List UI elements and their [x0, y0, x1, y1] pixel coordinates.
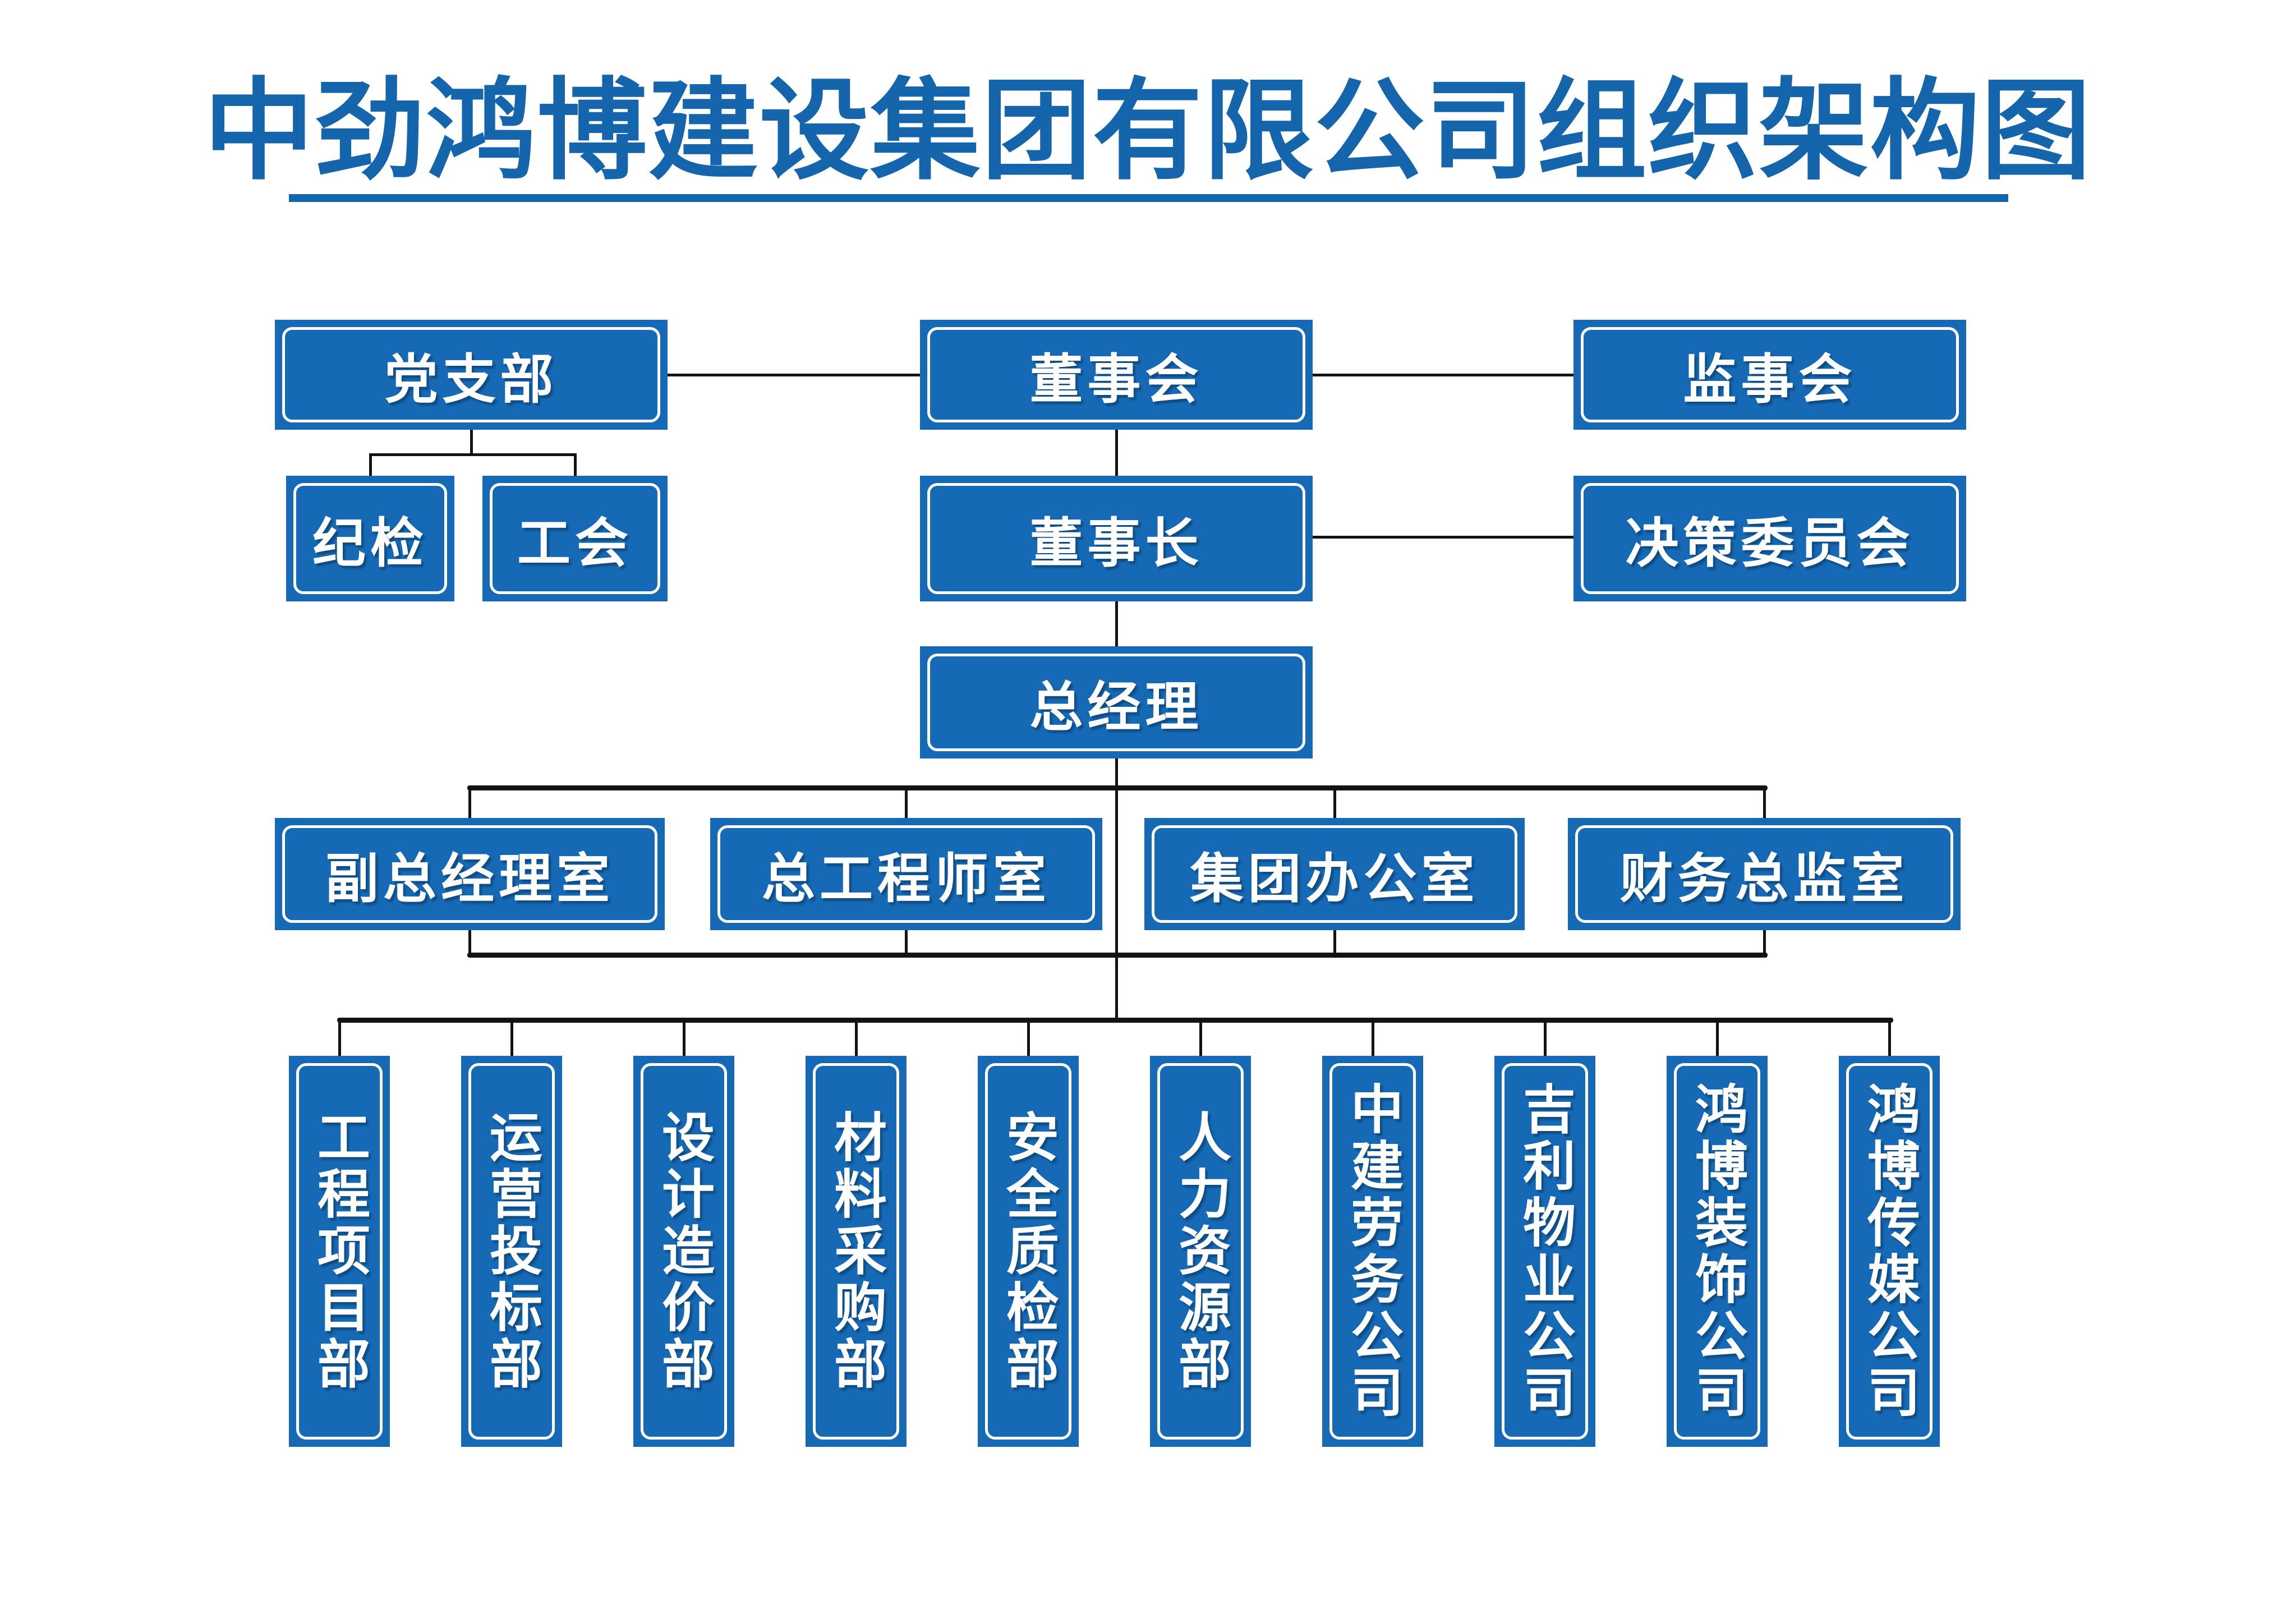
- org-box-label: 运营投标部: [482, 1110, 541, 1393]
- org-box-department: 鸿博装饰公司: [1667, 1056, 1768, 1447]
- connector-dept-drop: [1027, 1020, 1030, 1056]
- org-box-supervisory-board: 监事会: [1573, 320, 1966, 430]
- connector-office-3-down: [1333, 930, 1336, 956]
- connector-office-1-down: [468, 930, 471, 956]
- org-box-office-chief-engineer: 总工程师室: [710, 818, 1102, 930]
- org-box-labor-union: 工会: [482, 476, 668, 601]
- org-box-department: 鸿博传媒公司: [1839, 1056, 1940, 1447]
- org-box-department: 材料采购部: [806, 1056, 907, 1447]
- org-box-office-group-office: 集团办公室: [1144, 818, 1525, 930]
- connector-drop-office-3: [1333, 788, 1336, 819]
- org-box-label: 党支部: [384, 350, 558, 410]
- org-box-discipline-inspection: 纪检: [286, 476, 454, 601]
- connector-drop-office-2: [905, 788, 908, 819]
- connector-party-down: [470, 430, 473, 456]
- org-box-label: 财务总监室: [1619, 849, 1909, 909]
- connector-drop-office-4: [1763, 788, 1766, 819]
- org-box-label: 安全质检部: [999, 1110, 1058, 1393]
- org-box-label: 工程项目部: [310, 1110, 369, 1393]
- connector-chairman-gm: [1115, 601, 1118, 647]
- org-box-party-branch: 党支部: [275, 320, 668, 430]
- connector-chairman-decision: [1313, 536, 1573, 539]
- connector-office-4-down: [1763, 930, 1766, 956]
- connector-drop-discipline: [369, 453, 372, 477]
- org-box-label: 中建劳务公司: [1343, 1081, 1402, 1422]
- org-box-label: 人力资源部: [1171, 1110, 1230, 1393]
- connector-dept-drop: [338, 1020, 341, 1056]
- connector-board-supervisory: [1313, 374, 1573, 376]
- connector-gm-down: [1115, 758, 1118, 789]
- connector-dept-drop: [510, 1020, 513, 1056]
- org-box-department: 设计造价部: [633, 1056, 734, 1447]
- org-box-label: 总经理: [1029, 677, 1203, 737]
- org-box-label: 董事长: [1029, 513, 1203, 573]
- org-box-department: 安全质检部: [978, 1056, 1079, 1447]
- org-box-label: 集团办公室: [1190, 849, 1479, 909]
- org-box-department: 工程项目部: [289, 1056, 390, 1447]
- page-title: 中劲鸿博建设集团有限公司组织架构图: [204, 66, 2092, 195]
- connector-center-trunk: [1115, 788, 1118, 1021]
- org-box-label: 纪检: [312, 513, 428, 573]
- connector-dept-drop: [683, 1020, 685, 1056]
- connector-dept-drop: [1544, 1020, 1547, 1056]
- org-box-label: 董事会: [1029, 350, 1203, 410]
- org-box-department: 中建劳务公司: [1322, 1056, 1423, 1447]
- org-box-label: 吉利物业公司: [1516, 1081, 1575, 1422]
- org-box-department: 吉利物业公司: [1494, 1056, 1595, 1447]
- connector-office-2-down: [905, 930, 908, 956]
- org-box-decision-committee: 决策委员会: [1573, 476, 1966, 601]
- org-box-label: 材料采购部: [827, 1110, 886, 1393]
- org-box-general-manager: 总经理: [920, 646, 1313, 758]
- org-box-label: 决策委员会: [1625, 513, 1915, 573]
- org-box-label: 鸿博装饰公司: [1688, 1081, 1747, 1422]
- connector-bus-departments: [337, 1018, 1893, 1023]
- org-box-label: 设计造价部: [655, 1110, 714, 1393]
- connector-party-split: [369, 453, 577, 456]
- connector-dept-drop: [1888, 1020, 1891, 1056]
- org-box-label: 监事会: [1683, 350, 1857, 410]
- connector-drop-office-1: [468, 788, 471, 819]
- org-box-label: 总工程师室: [761, 849, 1051, 909]
- connector-board-chairman: [1115, 430, 1118, 477]
- connector-dept-drop: [1199, 1020, 1202, 1056]
- org-box-chairman: 董事长: [920, 476, 1313, 601]
- org-box-office-cfo: 财务总监室: [1568, 818, 1961, 930]
- org-box-department: 人力资源部: [1150, 1056, 1251, 1447]
- org-box-department: 运营投标部: [461, 1056, 562, 1447]
- connector-drop-union: [574, 453, 577, 477]
- connector-dept-drop: [1716, 1020, 1719, 1056]
- connector-bus-offices-bottom: [467, 953, 1768, 958]
- connector-dept-drop: [1372, 1020, 1374, 1056]
- connector-dept-drop: [855, 1020, 858, 1056]
- org-box-label: 鸿博传媒公司: [1860, 1081, 1919, 1422]
- title-underline: [289, 194, 2008, 202]
- org-box-label: 工会: [517, 513, 633, 573]
- org-box-office-deputy-gm: 副总经理室: [275, 818, 665, 930]
- org-box-board-of-directors: 董事会: [920, 320, 1313, 430]
- org-box-label: 副总经理室: [325, 849, 614, 909]
- connector-party-board: [668, 374, 920, 376]
